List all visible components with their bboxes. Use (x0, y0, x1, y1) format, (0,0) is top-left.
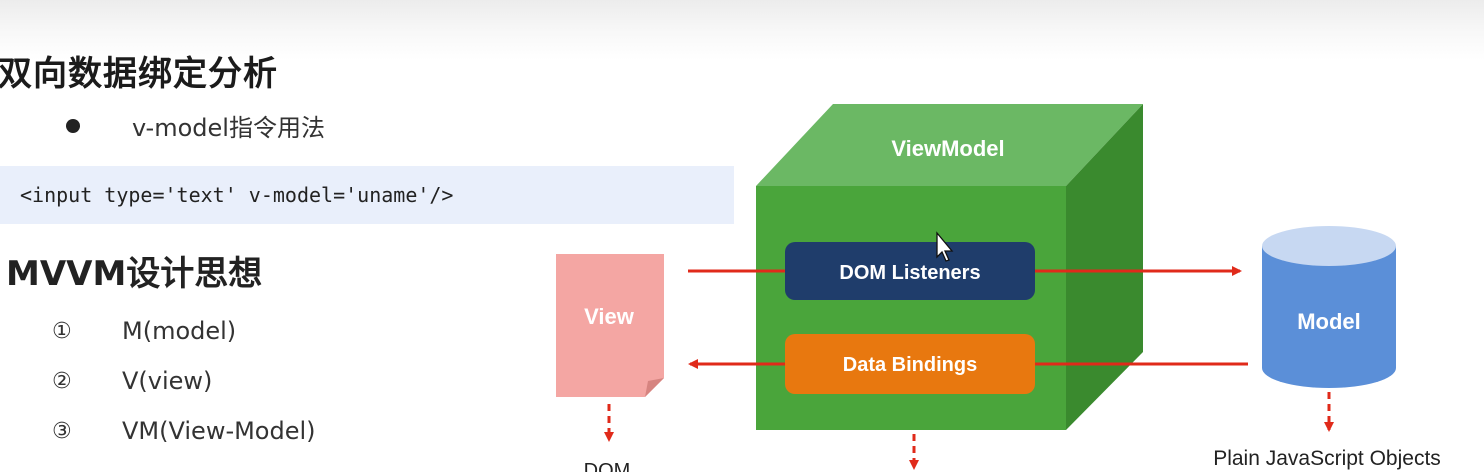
code-block: <input type='text' v-model='uname'/> (0, 166, 734, 224)
list-item-text: VM(View-Model) (122, 417, 316, 445)
dom-caption: DOM (584, 460, 631, 472)
view-doc-fold (645, 378, 664, 397)
data-bindings-box (785, 334, 1035, 394)
model-label: Model (1297, 309, 1361, 334)
list-item: ① M(model) (52, 306, 316, 356)
mvvm-list: ① M(model) ② V(view) ③ VM(View-Model) (52, 306, 316, 456)
view-doc-shape (556, 254, 664, 397)
dom-listeners-box (785, 242, 1035, 300)
model-cylinder-body (1262, 246, 1396, 388)
list-item-mark: ② (52, 368, 72, 394)
view-document: View (556, 254, 664, 397)
viewmodel-label: ViewModel (891, 136, 1004, 161)
list-item-text: V(view) (122, 367, 213, 395)
binding-analysis-title: 双向数据绑定分析 (0, 54, 278, 94)
list-item: ② V(view) (52, 356, 316, 406)
mvvm-title: MVVM设计思想 (6, 254, 263, 294)
cube-side-face (1066, 104, 1143, 430)
list-item-text: M(model) (122, 317, 237, 345)
v-model-bullet: v-model指令用法 (66, 108, 325, 143)
cube-top-face (756, 104, 1143, 186)
list-item-mark: ③ (52, 418, 72, 444)
bullet-dot-icon (66, 118, 80, 133)
list-item: ③ VM(View-Model) (52, 406, 316, 456)
model-cylinder-top (1262, 226, 1396, 266)
model-cylinder: Model (1262, 226, 1396, 388)
v-model-bullet-text: v-model指令用法 (132, 114, 325, 142)
list-item-mark: ① (52, 318, 72, 344)
dom-listeners-label: DOM Listeners (839, 262, 980, 284)
code-line: <input type='text' v-model='uname'/> (20, 183, 454, 207)
plain-objects-caption: Plain JavaScript Objects (1213, 447, 1441, 470)
view-label: View (584, 304, 635, 329)
mouse-cursor-icon (936, 231, 954, 262)
data-bindings-label: Data Bindings (843, 354, 977, 376)
